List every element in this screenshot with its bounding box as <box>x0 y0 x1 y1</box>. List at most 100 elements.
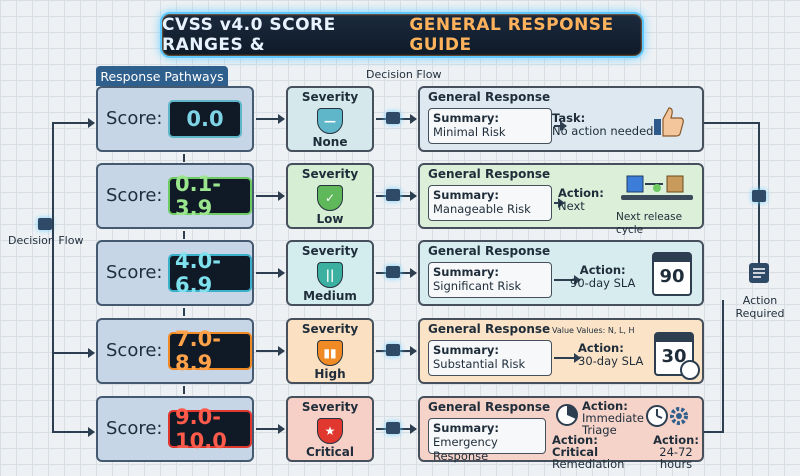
summary-text: Emergency Response <box>433 435 498 463</box>
title-main: CVSS v4.0 SCORE RANGES & <box>162 15 336 55</box>
score-box: Score: 9.0-10.0 <box>96 396 254 462</box>
flow-connector-bottom <box>704 431 724 433</box>
score-value: 0.1-3.9 <box>168 172 252 220</box>
page-title: CVSS v4.0 SCORE RANGES & GENERAL RESPONS… <box>160 12 644 58</box>
row-low: Score: 0.1-3.9 Severity ✓ Low General Re… <box>0 163 800 236</box>
severity-level: High <box>314 367 346 381</box>
arrow <box>256 191 285 201</box>
action-2-text: Action: Critical Remediation <box>552 434 642 470</box>
arrow-into-row-5 <box>52 427 95 437</box>
action-3-value: 24-72 hours <box>659 445 693 471</box>
severity-box: Severity ✓ Low <box>286 163 374 229</box>
action-label: Action: <box>578 341 624 355</box>
shield-bars-icon: ▮▮ <box>317 340 343 366</box>
arrow <box>554 275 581 285</box>
title-accent: GENERAL RESPONSE GUIDE <box>409 15 614 55</box>
action-value: 90-day SLA <box>570 276 636 290</box>
calendar-number: 90 <box>659 266 685 287</box>
arrow <box>554 121 567 131</box>
arrow <box>554 198 565 208</box>
severity-title: Severity <box>301 167 359 181</box>
connector <box>183 231 185 239</box>
arrow <box>256 268 285 278</box>
document-icon <box>386 112 400 124</box>
calendar-number: 30 <box>661 346 687 367</box>
action-text: Action: Immediate Triage <box>582 400 646 436</box>
action-value: Next <box>558 199 585 213</box>
decision-flow-left-label: Decision Flow <box>8 234 84 247</box>
row-medium: Score: 4.0-6.9 Severity || Medium Genera… <box>0 240 800 310</box>
response-box: General Response Summary: Emergency Resp… <box>418 396 704 470</box>
score-label: Score: <box>106 108 163 129</box>
score-box: Score: 7.0-8.9 <box>96 318 254 384</box>
action-value: 30-day SLA <box>578 354 644 368</box>
action-3-label: Action: <box>653 433 699 447</box>
calendar-clock-icon: 30 <box>650 328 700 380</box>
action-text: Action: Next <box>558 187 604 213</box>
severity-title: Severity <box>301 90 359 104</box>
arrow <box>256 114 285 124</box>
row-none: Score: 0.0 Severity — None General Respo… <box>0 86 800 156</box>
action-label: Task: <box>552 111 586 125</box>
summary-box: Summary: Manageable Risk <box>428 185 552 221</box>
score-label: Score: <box>106 418 163 439</box>
arrow <box>256 424 285 434</box>
action-text: Action: 30-day SLA <box>578 342 643 368</box>
document-icon <box>38 218 52 230</box>
shield-star-icon: ★ <box>317 418 343 444</box>
summary-box: Summary: Substantial Risk <box>428 340 552 376</box>
pie-timer-icon <box>554 402 580 428</box>
summary-box: Summary: Emergency Response <box>428 418 546 463</box>
severity-box: Severity || Medium <box>286 240 374 306</box>
score-value: 0.0 <box>168 100 242 138</box>
response-title: General Response <box>428 400 551 414</box>
arrow <box>256 346 285 356</box>
summary-text: Manageable Risk <box>433 202 531 216</box>
arrow-into-row-1 <box>52 118 95 128</box>
value-note: Value Values: N, L, H <box>552 326 635 335</box>
action-label: Action: <box>558 186 604 200</box>
decision-flow-top-label: Decision Flow <box>366 68 442 81</box>
shield-pause-icon: || <box>317 262 343 288</box>
score-box: Score: 4.0-6.9 <box>96 240 254 306</box>
action-required-label: Action Required <box>735 294 785 320</box>
shield-minus-icon: — <box>317 108 343 134</box>
shield-check-icon: ✓ <box>317 185 343 211</box>
severity-box: Severity ▮▮ High <box>286 318 374 384</box>
severity-box: Severity — None <box>286 86 374 152</box>
row-high: Score: 7.0-8.9 Severity ▮▮ High General … <box>0 318 800 388</box>
action-text: Task: No action needed <box>552 112 653 138</box>
action-required-icon <box>744 258 774 288</box>
action-value: Immediate Triage <box>582 411 644 437</box>
action-label: Action: <box>582 399 628 413</box>
extra-text: Next release cycle <box>616 211 683 236</box>
tab-response-pathways[interactable]: Response Pathways <box>96 66 228 86</box>
score-value: 9.0-10.0 <box>168 405 252 453</box>
score-value: 4.0-6.9 <box>168 249 252 297</box>
action-3-text: Action: 24-72 hours <box>648 434 704 470</box>
document-icon <box>386 422 400 434</box>
action-value: No action needed <box>552 124 654 138</box>
flow-rail-left <box>52 122 54 432</box>
response-title: General Response <box>428 167 551 181</box>
response-box: General Response Summary: Significant Ri… <box>418 240 704 306</box>
connector <box>183 308 185 316</box>
score-box: Score: 0.0 <box>96 86 254 152</box>
summary-text: Substantial Risk <box>433 357 526 371</box>
summary-box: Summary: Significant Risk <box>428 262 552 298</box>
summary-label: Summary: <box>433 265 499 279</box>
score-label: Score: <box>106 340 163 361</box>
summary-box: Summary: Minimal Risk <box>428 108 552 144</box>
severity-title: Severity <box>301 244 359 258</box>
response-box: General Response Summary: Manageable Ris… <box>418 163 704 236</box>
response-box: General Response Value Values: N, L, H S… <box>418 318 704 384</box>
document-icon <box>386 266 400 278</box>
action-label: Action: <box>579 263 626 277</box>
document-icon <box>386 189 400 201</box>
action-2-value: Remediation <box>552 457 625 471</box>
summary-label: Summary: <box>433 343 499 357</box>
document-icon <box>752 190 766 202</box>
severity-title: Severity <box>301 400 359 414</box>
flow-rail-right-bottom <box>722 300 724 432</box>
score-label: Score: <box>106 185 163 206</box>
